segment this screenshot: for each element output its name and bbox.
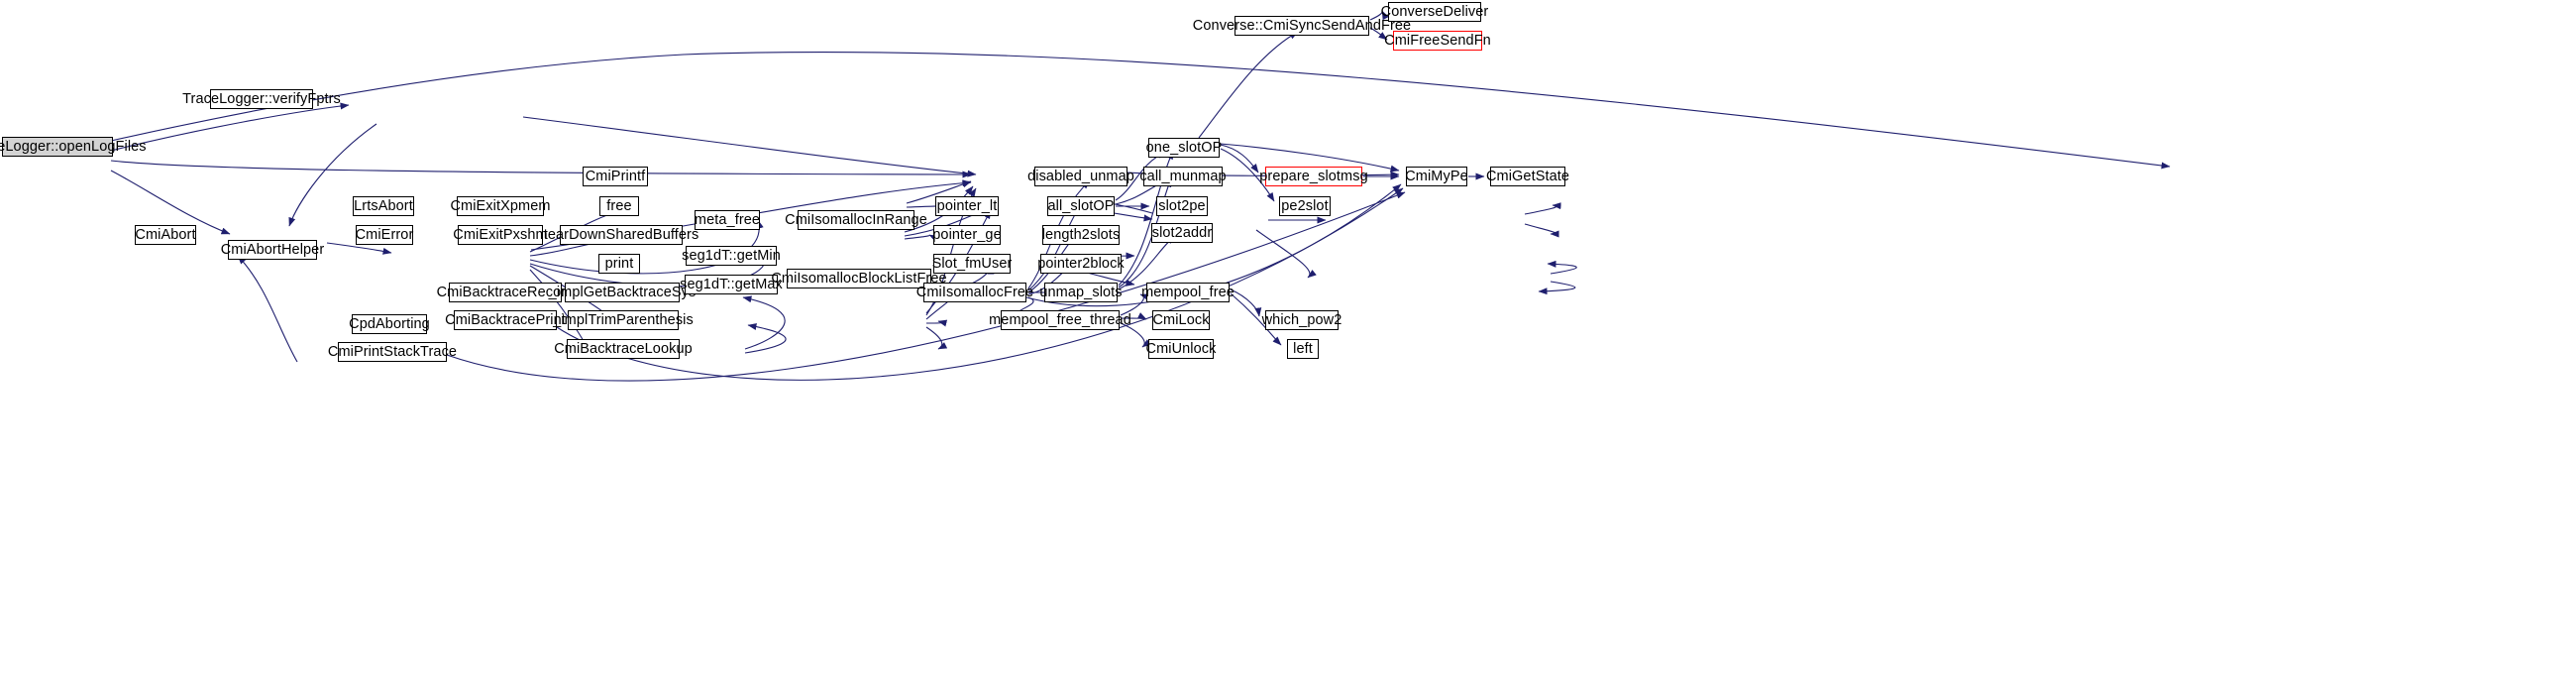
node-tracelogger-openlogfiles[interactable]: TraceLogger::openLogFiles — [0, 137, 147, 157]
node-implgetbacktracesys[interactable]: _implGetBacktraceSys — [549, 283, 696, 302]
node-cmiabort[interactable]: CmiAbort — [135, 225, 196, 245]
node-mempool-free-thread[interactable]: mempool_free_thread — [989, 310, 1131, 330]
node-slot2pe[interactable]: slot2pe — [1156, 196, 1208, 216]
node-converse-cmisyncsendandfree[interactable]: Converse::CmiSyncSendAndFree — [1193, 16, 1411, 36]
node-cmierror[interactable]: CmiError — [356, 225, 413, 245]
node-slot2addr[interactable]: slot2addr — [1151, 223, 1213, 243]
node-cmimype[interactable]: CmiMyPe — [1405, 167, 1468, 186]
node-one-slotop[interactable]: one_slotOP — [1146, 138, 1222, 158]
node-all-slotop[interactable]: all_slotOP — [1047, 196, 1115, 216]
node-cmiexitpxshm[interactable]: CmiExitPxshm — [453, 225, 548, 245]
node-lrtsabort[interactable]: LrtsAbort — [353, 196, 414, 216]
node-cmiisomallocinrange[interactable]: CmiIsomallocInRange — [785, 210, 927, 230]
node-slot-fmuser[interactable]: Slot_fmUser — [932, 254, 1012, 274]
node-tracelogger-verifyfptrs[interactable]: TraceLogger::verifyFptrs — [182, 89, 341, 109]
node-cmiaborthelper[interactable]: CmiAbortHelper — [221, 240, 324, 260]
node-conversedeliver[interactable]: ConverseDeliver — [1381, 2, 1488, 22]
node-length2slots[interactable]: length2slots — [1042, 225, 1120, 245]
node-cmiisomallocfree[interactable]: CmiIsomallocFree — [916, 283, 1033, 302]
node-pointer2block[interactable]: pointer2block — [1037, 254, 1125, 274]
node-cpdaborting[interactable]: CpdAborting — [349, 314, 430, 334]
node-cmibacktracelookup[interactable]: CmiBacktraceLookup — [554, 339, 693, 359]
node-cmibacktraceprint[interactable]: CmiBacktracePrint — [445, 310, 566, 330]
node-mempool-free[interactable]: mempool_free — [1141, 283, 1234, 302]
node-seg1dt-getmax[interactable]: seg1dT::getMax — [680, 275, 783, 294]
node-prepare-slotmsg[interactable]: prepare_slotmsg — [1259, 167, 1368, 186]
node-call-munmap[interactable]: call_munmap — [1139, 167, 1227, 186]
node-pe2slot[interactable]: pe2slot — [1279, 196, 1331, 216]
node-cmiunlock[interactable]: CmiUnlock — [1146, 339, 1216, 359]
node-cmigetstate[interactable]: CmiGetState — [1486, 167, 1569, 186]
node-pointer-ge[interactable]: pointer_ge — [932, 225, 1002, 245]
node-left[interactable]: left — [1287, 339, 1319, 359]
node-meta-free[interactable]: meta_free — [695, 210, 760, 230]
node-impltrimparenthesis[interactable]: _implTrimParenthesis — [553, 310, 694, 330]
node-cmilock[interactable]: CmiLock — [1152, 310, 1210, 330]
node-cmiprintf[interactable]: CmiPrintf — [583, 167, 648, 186]
node-which-pow2[interactable]: which_pow2 — [1262, 310, 1342, 330]
node-cmifreesendfn[interactable]: CmiFreeSendFn — [1384, 31, 1491, 51]
node-print[interactable]: print — [598, 254, 640, 274]
node-disabled-unmap[interactable]: disabled_unmap — [1027, 167, 1134, 186]
node-cmiprintstacktrace[interactable]: CmiPrintStackTrace — [328, 342, 457, 362]
node-seg1dt-getmin[interactable]: seg1dT::getMin — [682, 246, 781, 266]
node-cmiexitxpmem[interactable]: CmiExitXpmem — [450, 196, 550, 216]
node-cmiisomallocblocklistfree[interactable]: CmiIsomallocBlockListFree — [771, 269, 947, 288]
node-free[interactable]: free — [599, 196, 639, 216]
node-teardownsharedbuffers[interactable]: tearDownSharedBuffers — [544, 225, 698, 245]
node-pointer-lt[interactable]: pointer_lt — [935, 196, 999, 216]
node-unmap-slots[interactable]: unmap_slots — [1039, 283, 1123, 302]
node-cmibacktracerecord[interactable]: CmiBacktraceRecord — [437, 283, 574, 302]
